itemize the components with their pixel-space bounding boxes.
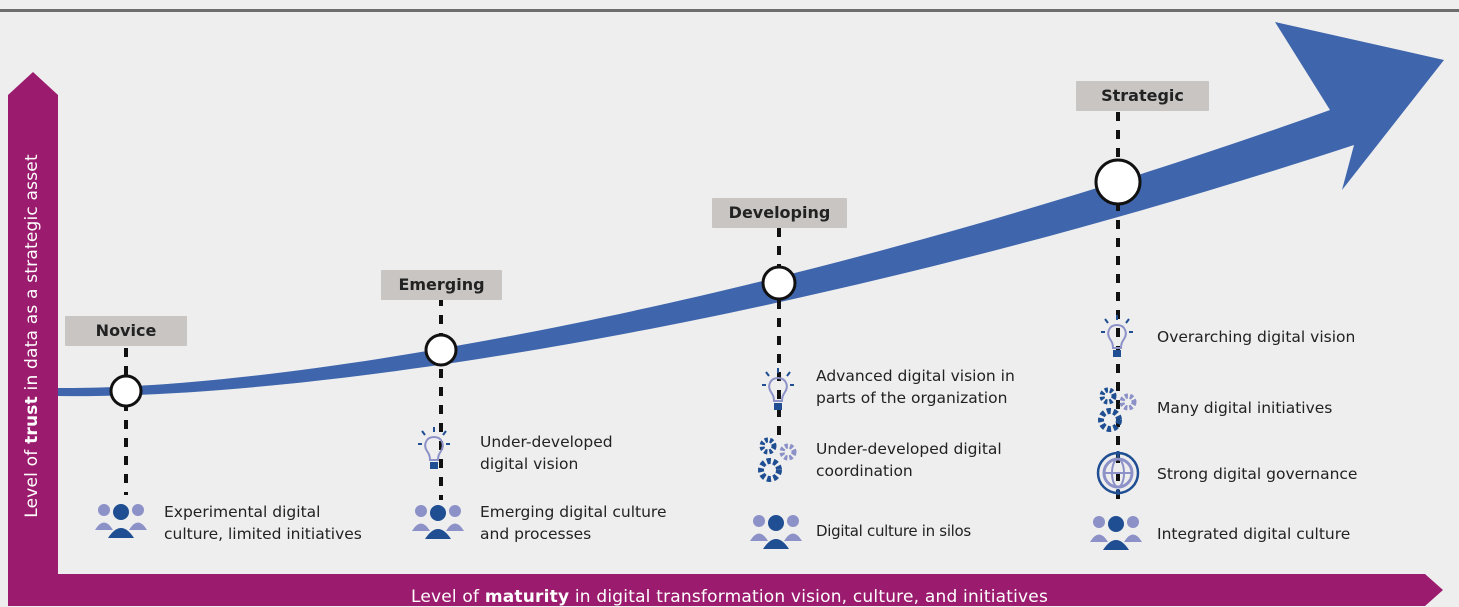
y-axis-label: Level of trust in data as a strategic as… <box>22 154 42 518</box>
stage-label-developing: Developing <box>712 198 847 228</box>
people-icon <box>412 505 464 539</box>
feature-text-strategic-governance: Strong digital governance <box>1157 465 1358 483</box>
milestone-developing <box>761 265 797 301</box>
milestone-emerging <box>424 333 458 367</box>
top-divider <box>0 9 1459 12</box>
x-axis-arrow <box>8 574 1443 606</box>
lightbulb-icon <box>762 368 794 410</box>
feature-text-strategic-culture: Integrated digital culture <box>1157 525 1351 543</box>
x-axis-label: Level of maturity in digital transformat… <box>410 587 1049 607</box>
y-axis-arrow <box>8 72 58 590</box>
people-icon <box>1090 516 1142 550</box>
stage-label-emerging: Emerging <box>381 270 502 300</box>
feature-text-strategic-initiatives: Many digital initiatives <box>1157 399 1333 417</box>
lightbulb-icon <box>418 427 450 469</box>
milestone-novice <box>109 374 143 408</box>
lightbulb-icon <box>1101 315 1133 357</box>
gears-icon <box>1098 387 1137 432</box>
people-icon <box>750 515 802 549</box>
feature-text-strategic-vision: Overarching digital vision <box>1157 328 1356 346</box>
growth-curve-arrow <box>58 22 1444 397</box>
stage-label-strategic: Strategic <box>1076 81 1209 111</box>
people-icon <box>95 504 147 538</box>
stage-label-novice: Novice <box>65 316 187 346</box>
gears-icon <box>758 437 797 482</box>
globe-icon <box>1096 451 1140 495</box>
feature-text-developing-culture: Digital culture in silos <box>816 522 971 540</box>
milestone-strategic <box>1094 158 1142 206</box>
